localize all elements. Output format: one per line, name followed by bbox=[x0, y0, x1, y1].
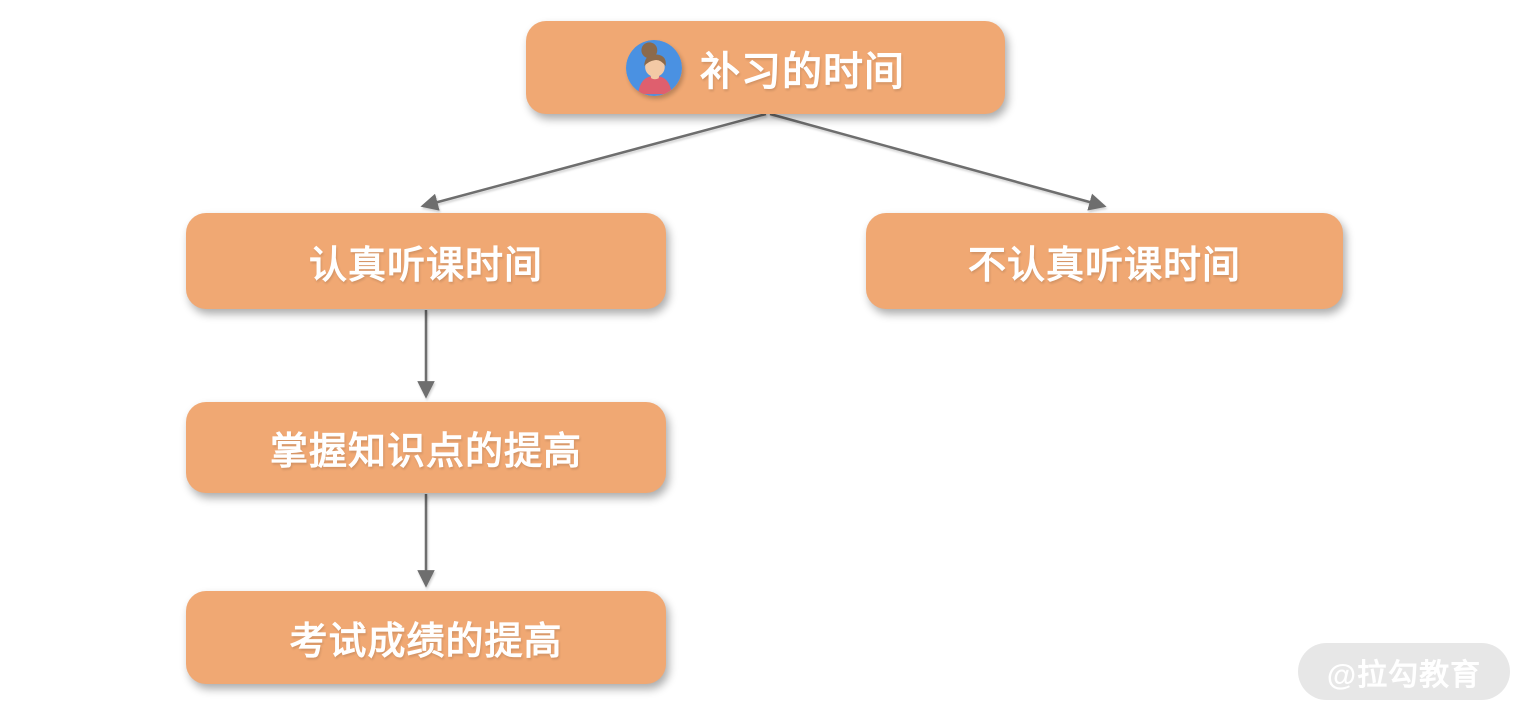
node-root[interactable]: 补习的时间 bbox=[526, 21, 1005, 114]
node-label: 认真听课时间 bbox=[308, 244, 543, 287]
node-label: 考试成绩的提高 bbox=[289, 621, 563, 663]
edge-root-to-attentive bbox=[420, 112, 767, 211]
watermark-text: @拉勾教育 bbox=[1326, 658, 1482, 692]
node-attentive[interactable]: 认真听课时间 bbox=[186, 213, 666, 309]
edge-root-to-inattentive bbox=[769, 112, 1107, 211]
watermark-badge: @拉勾教育 bbox=[1298, 643, 1510, 700]
node-knowledge[interactable]: 掌握知识点的提高 bbox=[186, 402, 666, 493]
node-score[interactable]: 考试成绩的提高 bbox=[186, 591, 666, 684]
node-label: 补习的时间 bbox=[700, 49, 905, 94]
node-label: 不认真听课时间 bbox=[967, 244, 1241, 287]
node-label: 掌握知识点的提高 bbox=[269, 431, 582, 473]
girl-avatar-icon bbox=[626, 39, 682, 96]
node-inattentive[interactable]: 不认真听课时间 bbox=[866, 213, 1343, 309]
